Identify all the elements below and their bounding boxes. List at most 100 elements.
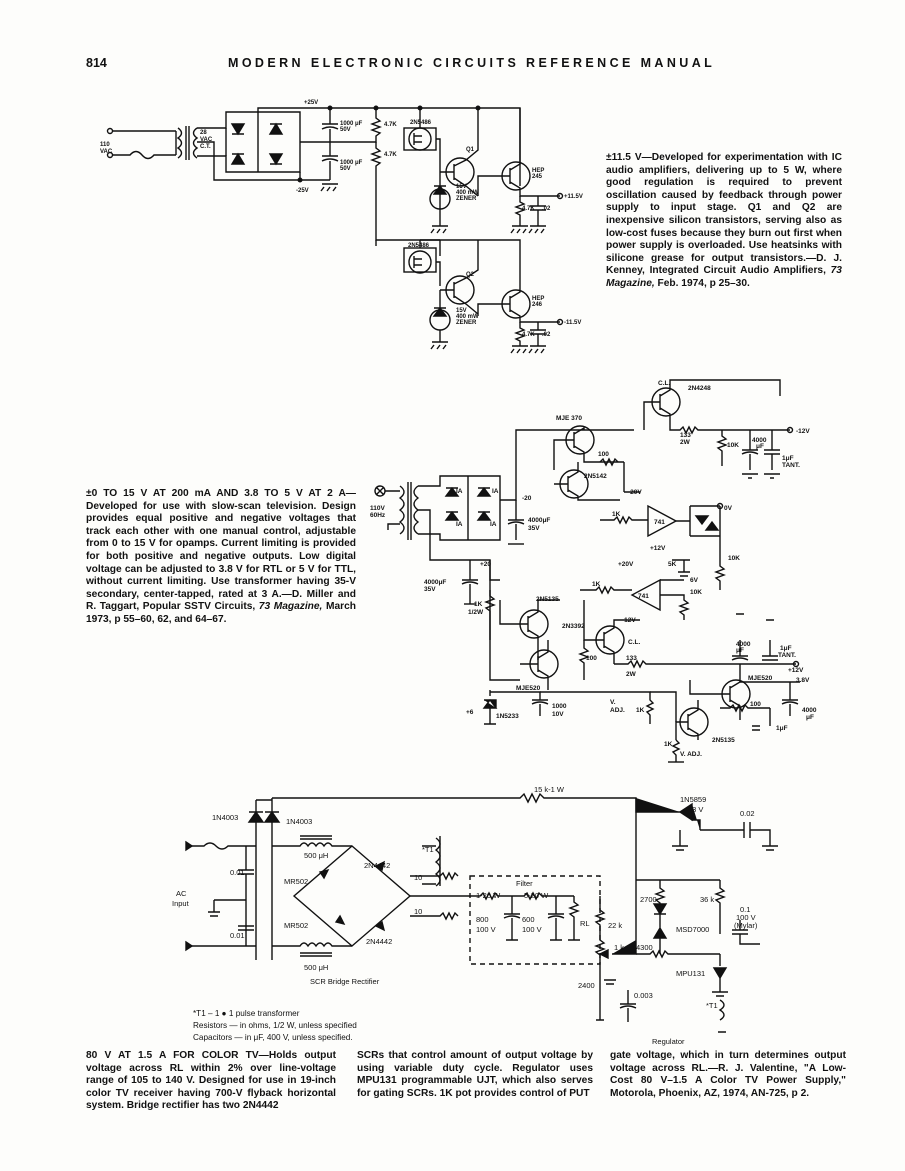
c1-label-z2a: 15V: [456, 308, 467, 314]
c1-label-r4: 4.7K: [522, 332, 535, 338]
c3-label-mpu: MPU131: [676, 969, 705, 978]
c3-label-ac1: AC: [176, 889, 187, 898]
c1-label-c4: .02: [542, 332, 551, 338]
c2-label-tant1: TANT.: [782, 462, 800, 469]
c3-label-filter: Filter: [516, 879, 533, 888]
c3-label-ac2: Input: [172, 899, 190, 908]
c2-label-z1n5233: 1N5233: [496, 713, 519, 720]
c2-label-c4000b: 4000μF: [528, 517, 550, 524]
c2-label-r1k5: 1K: [664, 741, 673, 748]
c3-label-c800a: 800: [476, 915, 489, 924]
c3-label-c001b: 0.01: [230, 931, 245, 940]
caption-2-journal: 73 Magazine,: [258, 601, 323, 613]
c2-label-v12n: -12V: [622, 617, 636, 624]
c2-label-uf3: μF: [806, 714, 814, 721]
c2-label-r10k2: 10K: [728, 555, 740, 562]
c2-label-v0: 0V: [724, 505, 733, 512]
c1-label-hep1b: 245: [532, 174, 543, 180]
c3-label-c600a: 600: [522, 915, 535, 924]
c1-label-c1b: 50V: [340, 127, 351, 133]
c2-label-q2n5135a: 2N5135: [536, 596, 559, 603]
c2-label-c1uf2: 1μF: [780, 645, 792, 652]
c2-label-r133b: 133: [626, 655, 637, 662]
book-title: MODERN ELECTRONIC CIRCUITS REFERENCE MAN…: [228, 56, 716, 70]
c3-label-mr2: MR502: [284, 921, 308, 930]
c2-label-v20n2: -20: [522, 495, 532, 502]
c2-label-r100b: 100: [586, 655, 597, 662]
c3-label-d1: 1N4003: [212, 813, 238, 822]
c1-label-hep1a: HEP: [532, 168, 544, 174]
c2-label-mje520b: MJE520: [748, 675, 773, 682]
caption-2-text: ±0 TO 15 V AT 200 mA AND 3.8 TO 5 V AT 2…: [86, 488, 356, 613]
c2-label-uf1: μF: [756, 443, 764, 450]
c2-label-r1k3b: 1/2W: [468, 609, 484, 616]
circuit-1-schematic: [106, 105, 564, 354]
c2-label-c4000d: 4000: [736, 641, 751, 648]
caption-1-text: ±11.5 V—Developed for experimentation wi…: [606, 152, 842, 277]
c2-label-v38: 3.8V: [796, 677, 810, 684]
c3-label-c01a: 0.1: [740, 905, 750, 914]
c3-label-ind1: 500 μH: [304, 851, 328, 860]
caption-1-tail: Feb. 1974, p 25–30.: [657, 277, 750, 289]
c3-label-r2400: 2400: [578, 981, 595, 990]
c2-label-v6p: +6: [466, 709, 474, 716]
c2-label-ia2: IA: [492, 488, 499, 495]
c1-label-out2: -11.5V: [564, 320, 581, 326]
c2-label-r5k: 5K: [668, 561, 677, 568]
c3-label-scr1: 2N4442: [364, 861, 390, 870]
c3-label-r4300: 4300: [636, 943, 653, 952]
caption-circuit-1: ±11.5 V—Developed for experimentation wi…: [606, 152, 842, 291]
c2-label-r10k3: 10K: [690, 589, 702, 596]
c1-label-c2a: 1000 μF: [340, 160, 363, 166]
c2-label-c4000a: 4000: [752, 437, 767, 444]
c3-label-c002: 0.02: [740, 809, 755, 818]
c2-label-r100c: 100: [750, 701, 761, 708]
c2-label-ia4: IA: [490, 521, 497, 528]
c3-label-d2: 1N4003: [286, 817, 312, 826]
c2-label-r1k2: 1K: [592, 581, 601, 588]
c2-label-r1k1: 1K: [612, 511, 621, 518]
c2-label-r1k4: 1K: [636, 707, 645, 714]
c2-label-r2wb: 2W: [626, 671, 637, 678]
c2-label-v12p: +12V: [650, 545, 666, 552]
circuit-2-schematic: [374, 379, 800, 763]
c3-label-f1: 1-20 W: [476, 891, 501, 900]
c3-label-regulator: Regulator: [652, 1037, 685, 1046]
c2-label-v10: 10V: [552, 711, 564, 718]
c3-label-c001a: 0.01: [230, 868, 245, 877]
c3-label-r15k: 15 k-1 W: [534, 785, 565, 794]
c1-label-v25n: -25V: [296, 188, 309, 194]
c2-label-vadj2: V. ADJ.: [680, 751, 702, 758]
c1-label-t2: VAC: [200, 137, 213, 143]
c3-label-c01b: 100 V: [736, 913, 756, 922]
c1-label-fet1: 2N5486: [410, 120, 432, 126]
c1-label-hep2b: 246: [532, 302, 543, 308]
c2-label-v6: 6V: [690, 577, 699, 584]
c1-label-out1: +11.5V: [564, 194, 583, 200]
c1-label-q1: Q1: [466, 147, 475, 153]
c1-label-z2c: ZENER: [456, 320, 477, 326]
circuit-3-labels: 15 k-1 W 1N4003 1N4003 500 μH 500 μH *T1…: [172, 785, 758, 1046]
c1-label-t1: 28: [200, 130, 207, 136]
c1-label-c2b: 50V: [340, 166, 351, 172]
c1-label-z1c: ZENER: [456, 196, 477, 202]
c2-label-r1k3: 1K: [474, 601, 483, 608]
c2-label-v20p: +20: [480, 561, 491, 568]
c3-label-mr1: MR502: [284, 877, 308, 886]
circuit-3-schematic: [185, 792, 778, 1033]
c1-label-z1b: 400 mW: [456, 190, 479, 196]
c2-label-c4000e: 4000: [802, 707, 817, 714]
c1-label-r2: 4.7K: [384, 152, 397, 158]
c1-label-q2: Q2: [466, 272, 475, 278]
c2-label-ac1: 110V: [370, 505, 385, 512]
c3-label-r22k: 22 k: [608, 921, 622, 930]
c3-label-scr-bridge: SCR Bridge Rectifier: [310, 977, 380, 986]
c2-label-c4000c: 4000μF: [424, 579, 446, 586]
c1-label-ac1: 110: [100, 142, 110, 148]
c3-label-r10a: 10: [414, 873, 422, 882]
c3-label-r10b: 10: [414, 907, 422, 916]
c2-label-q2n5142: 2N5142: [584, 473, 607, 480]
c1-label-r3: 4.7K: [522, 206, 535, 212]
c2-label-op1: 741: [654, 519, 665, 526]
